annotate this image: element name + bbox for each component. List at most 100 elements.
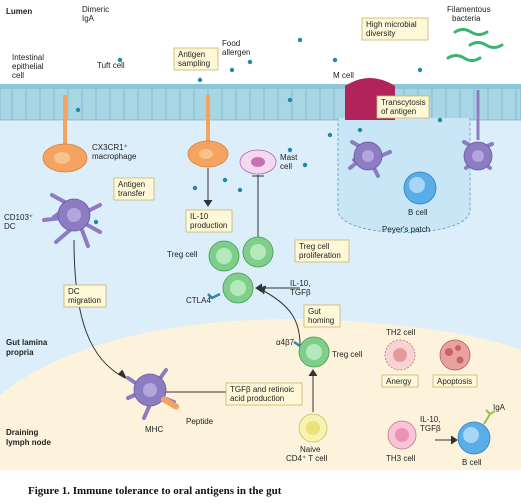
il10-production-box: IL-10 production (185, 209, 233, 233)
b-cell (457, 409, 496, 455)
antigen-particle (297, 37, 303, 43)
anergy-box: Anergy (381, 374, 419, 388)
peyers-patch-b-cell (403, 171, 437, 205)
transcytosis-box: Transcytosis of antigen (376, 95, 430, 119)
treg-prolif-text-1: Treg cell (299, 242, 330, 251)
antigen-sampling-text-1: Antigen (178, 50, 205, 59)
il10-tgfb-label-2: TGFβ (290, 288, 311, 297)
antigen-particle (247, 59, 253, 65)
ctla4-label: CTLA4 (186, 296, 211, 305)
peyers-patch-region (337, 118, 471, 233)
food-allergen-label-2: allergen (222, 48, 250, 57)
filamentous-bacteria (446, 28, 504, 62)
antigen-particle (417, 67, 423, 73)
high-microbial-text-1: High microbial (366, 20, 417, 29)
tgfb-retinoic-text-1: TGFβ and retinoic (230, 385, 294, 394)
tuft-cell-label: Tuft cell (97, 61, 125, 70)
antigen-transfer-text-1: Antigen (118, 180, 145, 189)
mast-cell-label-2: cell (280, 162, 292, 171)
gut-homing-text-1: Gut (308, 307, 322, 316)
antigen-particle (287, 97, 293, 103)
antigen-sampling-box: Antigen sampling (173, 47, 219, 71)
iga-label: IgA (493, 403, 506, 412)
th2-cell-label: TH2 cell (386, 328, 416, 337)
tgfb-retinoic-text-2: acid production (230, 394, 284, 403)
peyers-patch-dc (348, 140, 392, 178)
treg-cell-label: Treg cell (167, 250, 198, 259)
antigen-particle (357, 127, 363, 133)
antigen-particle (437, 117, 443, 123)
il10-tgfb-label-1: IL-10, (290, 279, 310, 288)
mast-cell (239, 149, 277, 175)
iec-label-2: epithelial (12, 62, 44, 71)
high-microbial-box: High microbial diversity (361, 17, 429, 41)
filamentous-label-2: bacteria (452, 14, 481, 23)
il10-production-text-1: IL-10 (190, 212, 209, 221)
treg-cell-1 (208, 240, 240, 272)
antigen-particle (287, 147, 293, 153)
apoptotic-cell (439, 339, 471, 371)
antigen-transfer-text-2: transfer (118, 189, 145, 198)
il10-tgfb-2-label-1: IL-10, (420, 415, 440, 424)
cd103-dc-label-1: CD103⁺ (4, 213, 33, 222)
dimeric-iga-label-1: Dimeric (82, 5, 109, 14)
treg-cell-2-label: Treg cell (332, 350, 363, 359)
lymph-node-label-2: lymph node (6, 438, 51, 447)
b-cell-pp-label: B cell (408, 208, 428, 217)
apoptosis-text: Apoptosis (437, 377, 472, 386)
anergy-text: Anergy (386, 377, 411, 386)
treg-cell-homing (293, 336, 330, 368)
peptide-label: Peptide (186, 417, 214, 426)
antigen-transfer-box: Antigen transfer (113, 177, 155, 201)
tgfb-retinoic-box: TGFβ and retinoic acid production (225, 382, 303, 406)
antigen-particle (117, 57, 123, 63)
apoptosis-box: Apoptosis (432, 374, 478, 388)
il10-production-text-2: production (190, 221, 227, 230)
antigen-sampling-text-2: sampling (178, 59, 210, 68)
treg-prolif-text-2: proliferation (299, 251, 341, 260)
antigen-particle (197, 77, 203, 83)
lymph-node-dc (126, 368, 180, 420)
dc-migration-box: DC migration (63, 284, 107, 308)
lamina-propria-label-2: propria (6, 348, 34, 357)
lumen-label: Lumen (6, 7, 32, 16)
cd103-dendritic-cell (42, 193, 102, 248)
macrophage-cell (42, 95, 88, 173)
antigen-particle (332, 57, 338, 63)
th3-cell-label: TH3 cell (386, 454, 416, 463)
naive-label-2: CD4⁺ T cell (286, 454, 327, 463)
epithelial-layer (0, 84, 521, 121)
mast-cell-label-1: Mast (280, 153, 298, 162)
macrophage-label-1: CX3CR1⁺ (92, 143, 128, 152)
dimeric-iga-label-2: IgA (82, 14, 95, 23)
m-cell-label: M cell (333, 71, 354, 80)
a4b7-label: α4β7 (276, 338, 295, 347)
antigen-particle (75, 107, 81, 113)
lymph-node-label-1: Draining (6, 428, 39, 437)
ctla4-receptor (207, 292, 221, 300)
antigen-particle (192, 185, 198, 191)
antigen-particle (327, 132, 333, 138)
peyers-patch-label: Peyer's patch (382, 225, 430, 234)
filamentous-label-1: Filamentous (447, 5, 491, 14)
antigen-sampling-macrophage (187, 95, 229, 168)
cd103-dc-label-2: DC (4, 222, 16, 231)
food-allergen-label-1: Food (222, 39, 240, 48)
antigen-particle (302, 162, 308, 168)
th3-cell (387, 420, 417, 450)
dc-migration-text-2: migration (68, 296, 101, 305)
mhc-label: MHC (145, 425, 163, 434)
high-microbial-text-2: diversity (366, 29, 395, 38)
figure-caption: Figure 1. Immune tolerance to oral antig… (28, 485, 282, 497)
dc-migration-text-1: DC (68, 287, 80, 296)
antigen-particle (93, 219, 99, 225)
treg-prolif-box: Treg cell proliferation (294, 239, 350, 263)
naive-label-1: Naive (300, 445, 321, 454)
iec-label-1: Intestinal (12, 53, 44, 62)
transcytosis-text-2: of antigen (381, 107, 416, 116)
lumen-dc (462, 90, 494, 171)
gut-homing-text-2: homing (308, 316, 334, 325)
macrophage-label-2: macrophage (92, 152, 137, 161)
